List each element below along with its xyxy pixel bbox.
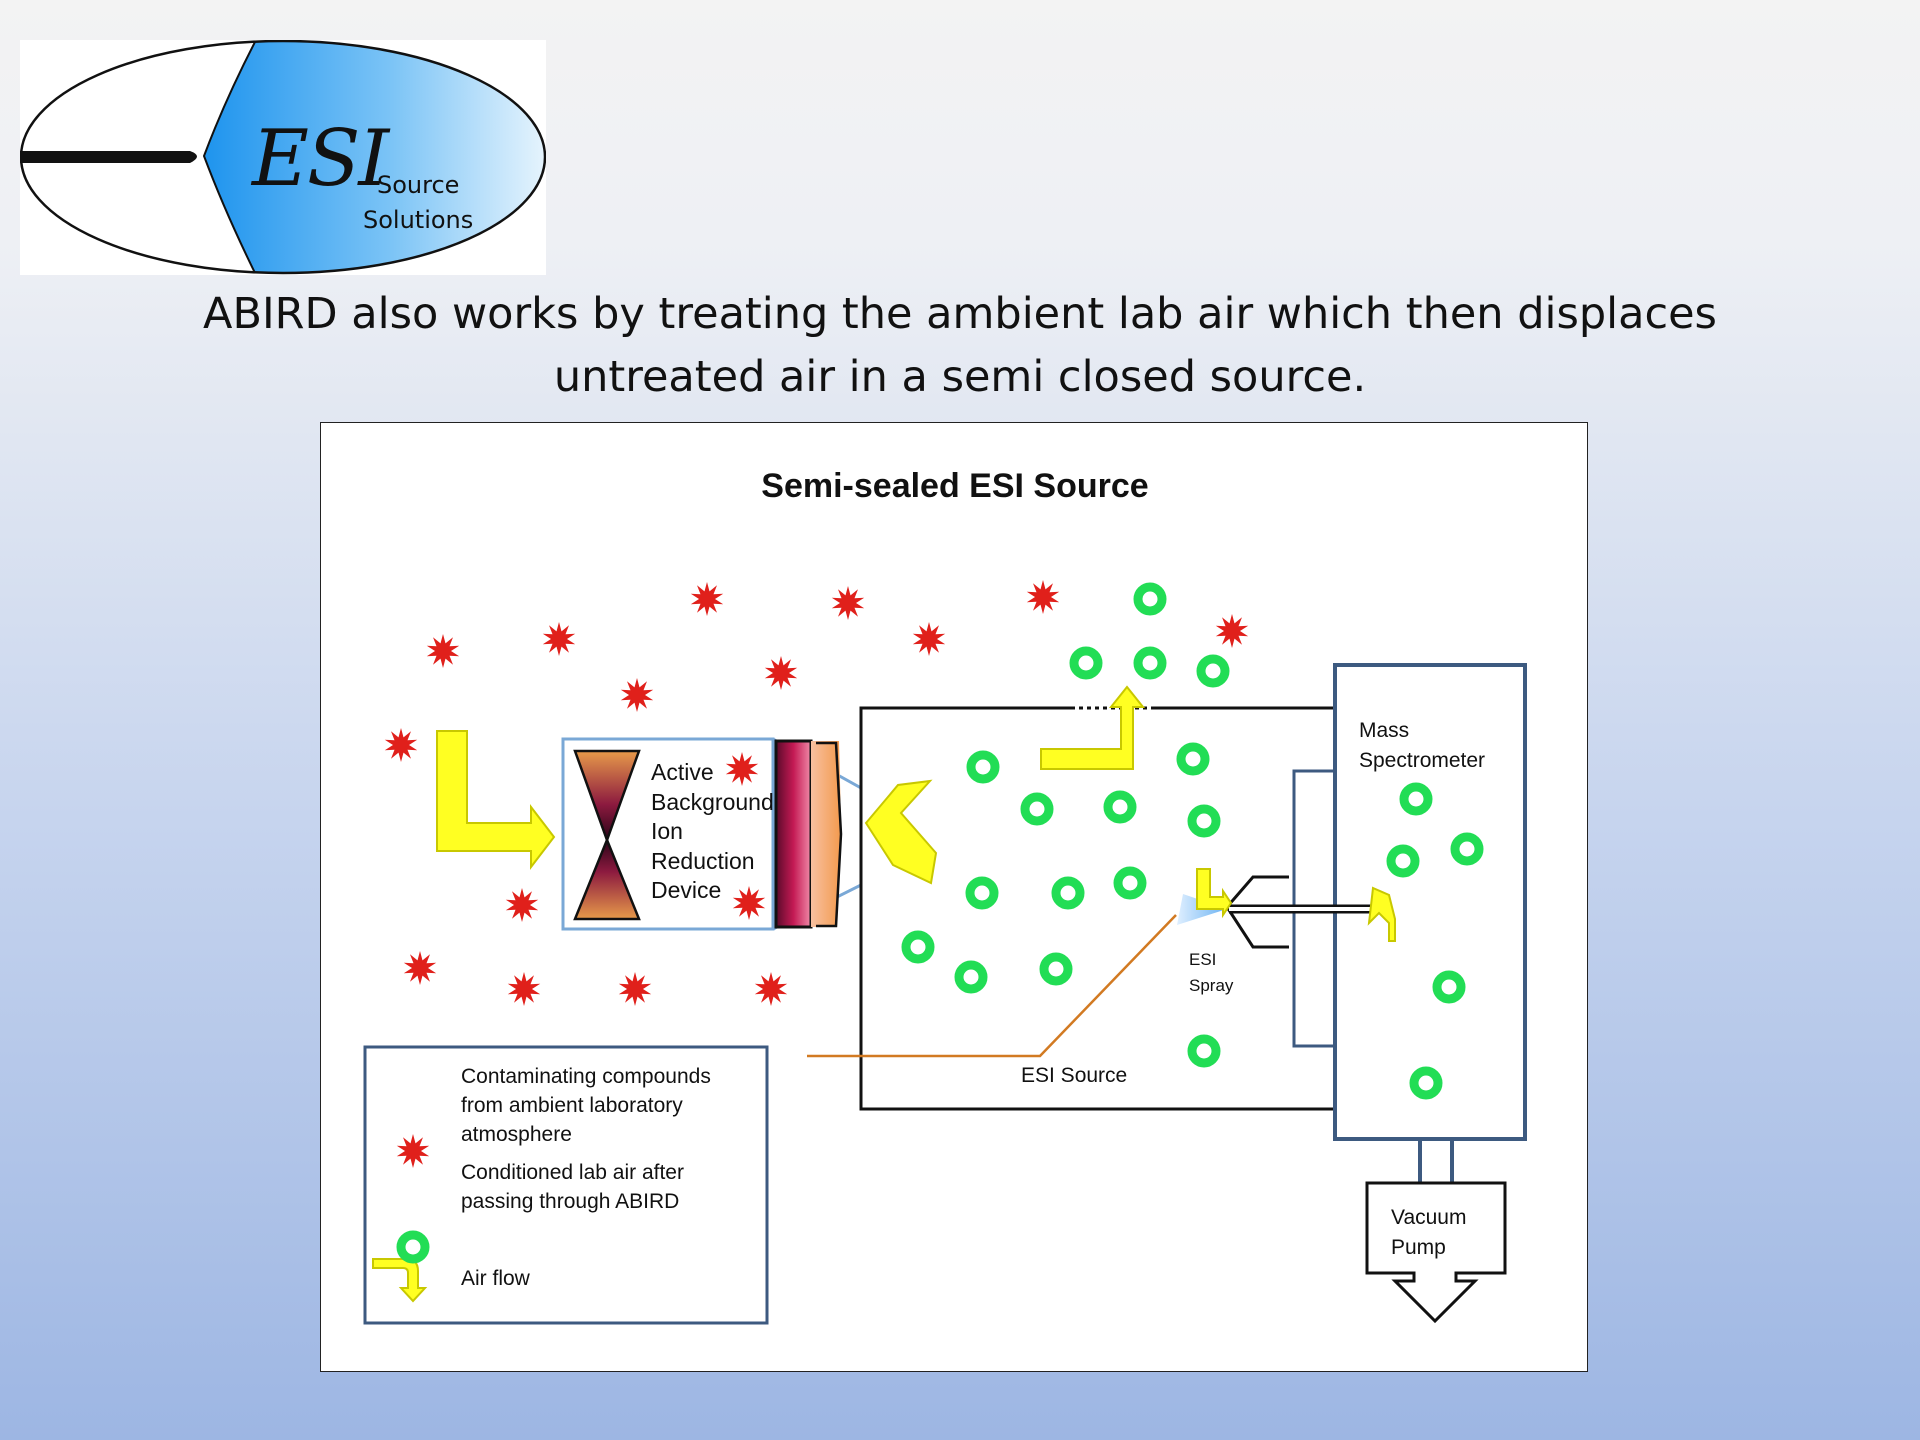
contaminant-particle-icon [725, 752, 759, 786]
abird-label-line: Background [651, 788, 774, 815]
legend-line: passing through ABIRD [461, 1190, 680, 1213]
contaminant-particle-icon [396, 1134, 430, 1168]
logo-line-solutions: Solutions [363, 206, 474, 234]
contaminant-particle-icon [384, 728, 418, 762]
logo: ESI Source Solutions [20, 40, 546, 275]
abird-hourglass-top [573, 749, 641, 844]
contaminant-particle-icon [754, 972, 788, 1006]
headline-line-1: ABIRD also works by treating the ambient… [203, 289, 1717, 339]
vp-label-line: Vacuum [1391, 1206, 1467, 1229]
abird-label-line: Reduction [651, 847, 755, 874]
conditioned-air-particle-icon [1051, 876, 1085, 910]
conditioned-air-particle-icon [1039, 952, 1073, 986]
conditioned-air-particle-icon [1020, 792, 1054, 826]
contaminant-particle-icon [1026, 580, 1060, 614]
legend-line: Contaminating compounds [461, 1065, 711, 1088]
vacuum-pump-box [1365, 1181, 1507, 1324]
diagram-canvas [363, 580, 1527, 1325]
airflow-arrow-inlet [1367, 886, 1396, 942]
contaminant-particle-icon [505, 888, 539, 922]
logo-wordmark: ESI [252, 114, 389, 204]
diagram-title: Semi-sealed ESI Source [761, 467, 1149, 505]
spray-label-line: ESI [1189, 950, 1217, 969]
conditioned-air-particle-icon [1103, 790, 1137, 824]
legend-box [363, 1045, 769, 1325]
conditioned-air-particle-icon [1113, 866, 1147, 900]
legend-contaminant-text: Contaminating compounds from ambient lab… [461, 1062, 711, 1149]
abird-label-line: Active [651, 759, 714, 785]
conditioned-air-particle-icon [1069, 646, 1103, 680]
mass-spectrometer-label: Mass Spectrometer [1359, 716, 1485, 776]
legend-conditioned-text: Conditioned lab air after passing throug… [461, 1158, 684, 1216]
diagram-panel: Semi-sealed ESI Source Active Background… [320, 422, 1588, 1372]
headline-line-2: untreated air in a semi closed source. [553, 352, 1367, 402]
conditioned-air-particle-icon [954, 960, 988, 994]
contaminant-particle-icon [507, 972, 541, 1006]
legend-line: from ambient laboratory [461, 1094, 683, 1117]
abird-label-line: Ion [651, 818, 683, 844]
contaminant-particle-icon [618, 972, 652, 1006]
abird-filter [774, 739, 813, 929]
airflow-arrow-vent [1040, 685, 1146, 770]
conditioned-air-particle-icon [901, 930, 935, 964]
logo-line-source: Source [377, 171, 460, 199]
conditioned-air-particle-icon [1432, 970, 1466, 1004]
esi-source-label: ESI Source [1021, 1064, 1128, 1087]
spray-label-line: Spray [1189, 976, 1234, 995]
conditioned-air-particle-icon [965, 876, 999, 910]
esi-lead-line [807, 914, 1177, 1058]
conditioned-air-particle-icon [1399, 782, 1433, 816]
mass-spectrometer-box [1333, 663, 1527, 1141]
ms-label-line: Spectrometer [1359, 749, 1486, 772]
vacuum-pump-label: Vacuum Pump [1391, 1203, 1466, 1263]
contaminant-particle-icon [690, 582, 724, 616]
conditioned-air-particle-icon [1133, 582, 1167, 616]
conditioned-air-particle-icon [1196, 654, 1230, 688]
conditioned-air-particle-icon [1409, 1066, 1443, 1100]
conditioned-air-particle-icon [1450, 832, 1484, 866]
conditioned-air-particle-icon [396, 1230, 430, 1264]
contaminant-particle-icon [764, 656, 798, 690]
contaminant-particle-icon [542, 622, 576, 656]
ms-label-line: Mass [1359, 719, 1410, 742]
contaminant-particle-icon [912, 622, 946, 656]
airflow-arrow-intake [436, 730, 556, 870]
conditioned-air-particle-icon [1133, 646, 1167, 680]
conditioned-air-particle-icon [1187, 804, 1221, 838]
contaminant-particle-icon [732, 886, 766, 920]
headline: ABIRD also works by treating the ambient… [0, 283, 1920, 409]
conditioned-air-particle-icon [1176, 742, 1210, 776]
conditioned-air-particle-icon [1187, 1034, 1221, 1068]
particle-layer [384, 580, 1484, 1264]
contaminant-particle-icon [620, 678, 654, 712]
contaminant-particle-icon [426, 634, 460, 668]
contaminant-particle-icon [403, 951, 437, 985]
vp-label-line: Pump [1391, 1236, 1446, 1259]
conditioned-air-particle-icon [966, 750, 1000, 784]
conditioned-air-particle-icon [1386, 844, 1420, 878]
airflow-arrow-chamber [864, 779, 938, 885]
airflow-arrow-needle [1196, 868, 1233, 919]
logo-emblem-icon [20, 40, 546, 275]
contaminant-particle-icon [1215, 614, 1249, 648]
abird-outlet-cone [811, 741, 841, 927]
contaminant-particle-icon [831, 586, 865, 620]
legend-line: Conditioned lab air after [461, 1161, 684, 1184]
legend-airflow-text: Air flow [461, 1267, 530, 1290]
abird-label-line: Device [651, 877, 722, 903]
abird-hourglass-bottom [573, 836, 641, 921]
legend-line: atmosphere [461, 1123, 572, 1146]
esi-spray-label: ESI Spray [1189, 947, 1233, 999]
abird-label: Active Background Ion Reduction Device [651, 758, 774, 906]
